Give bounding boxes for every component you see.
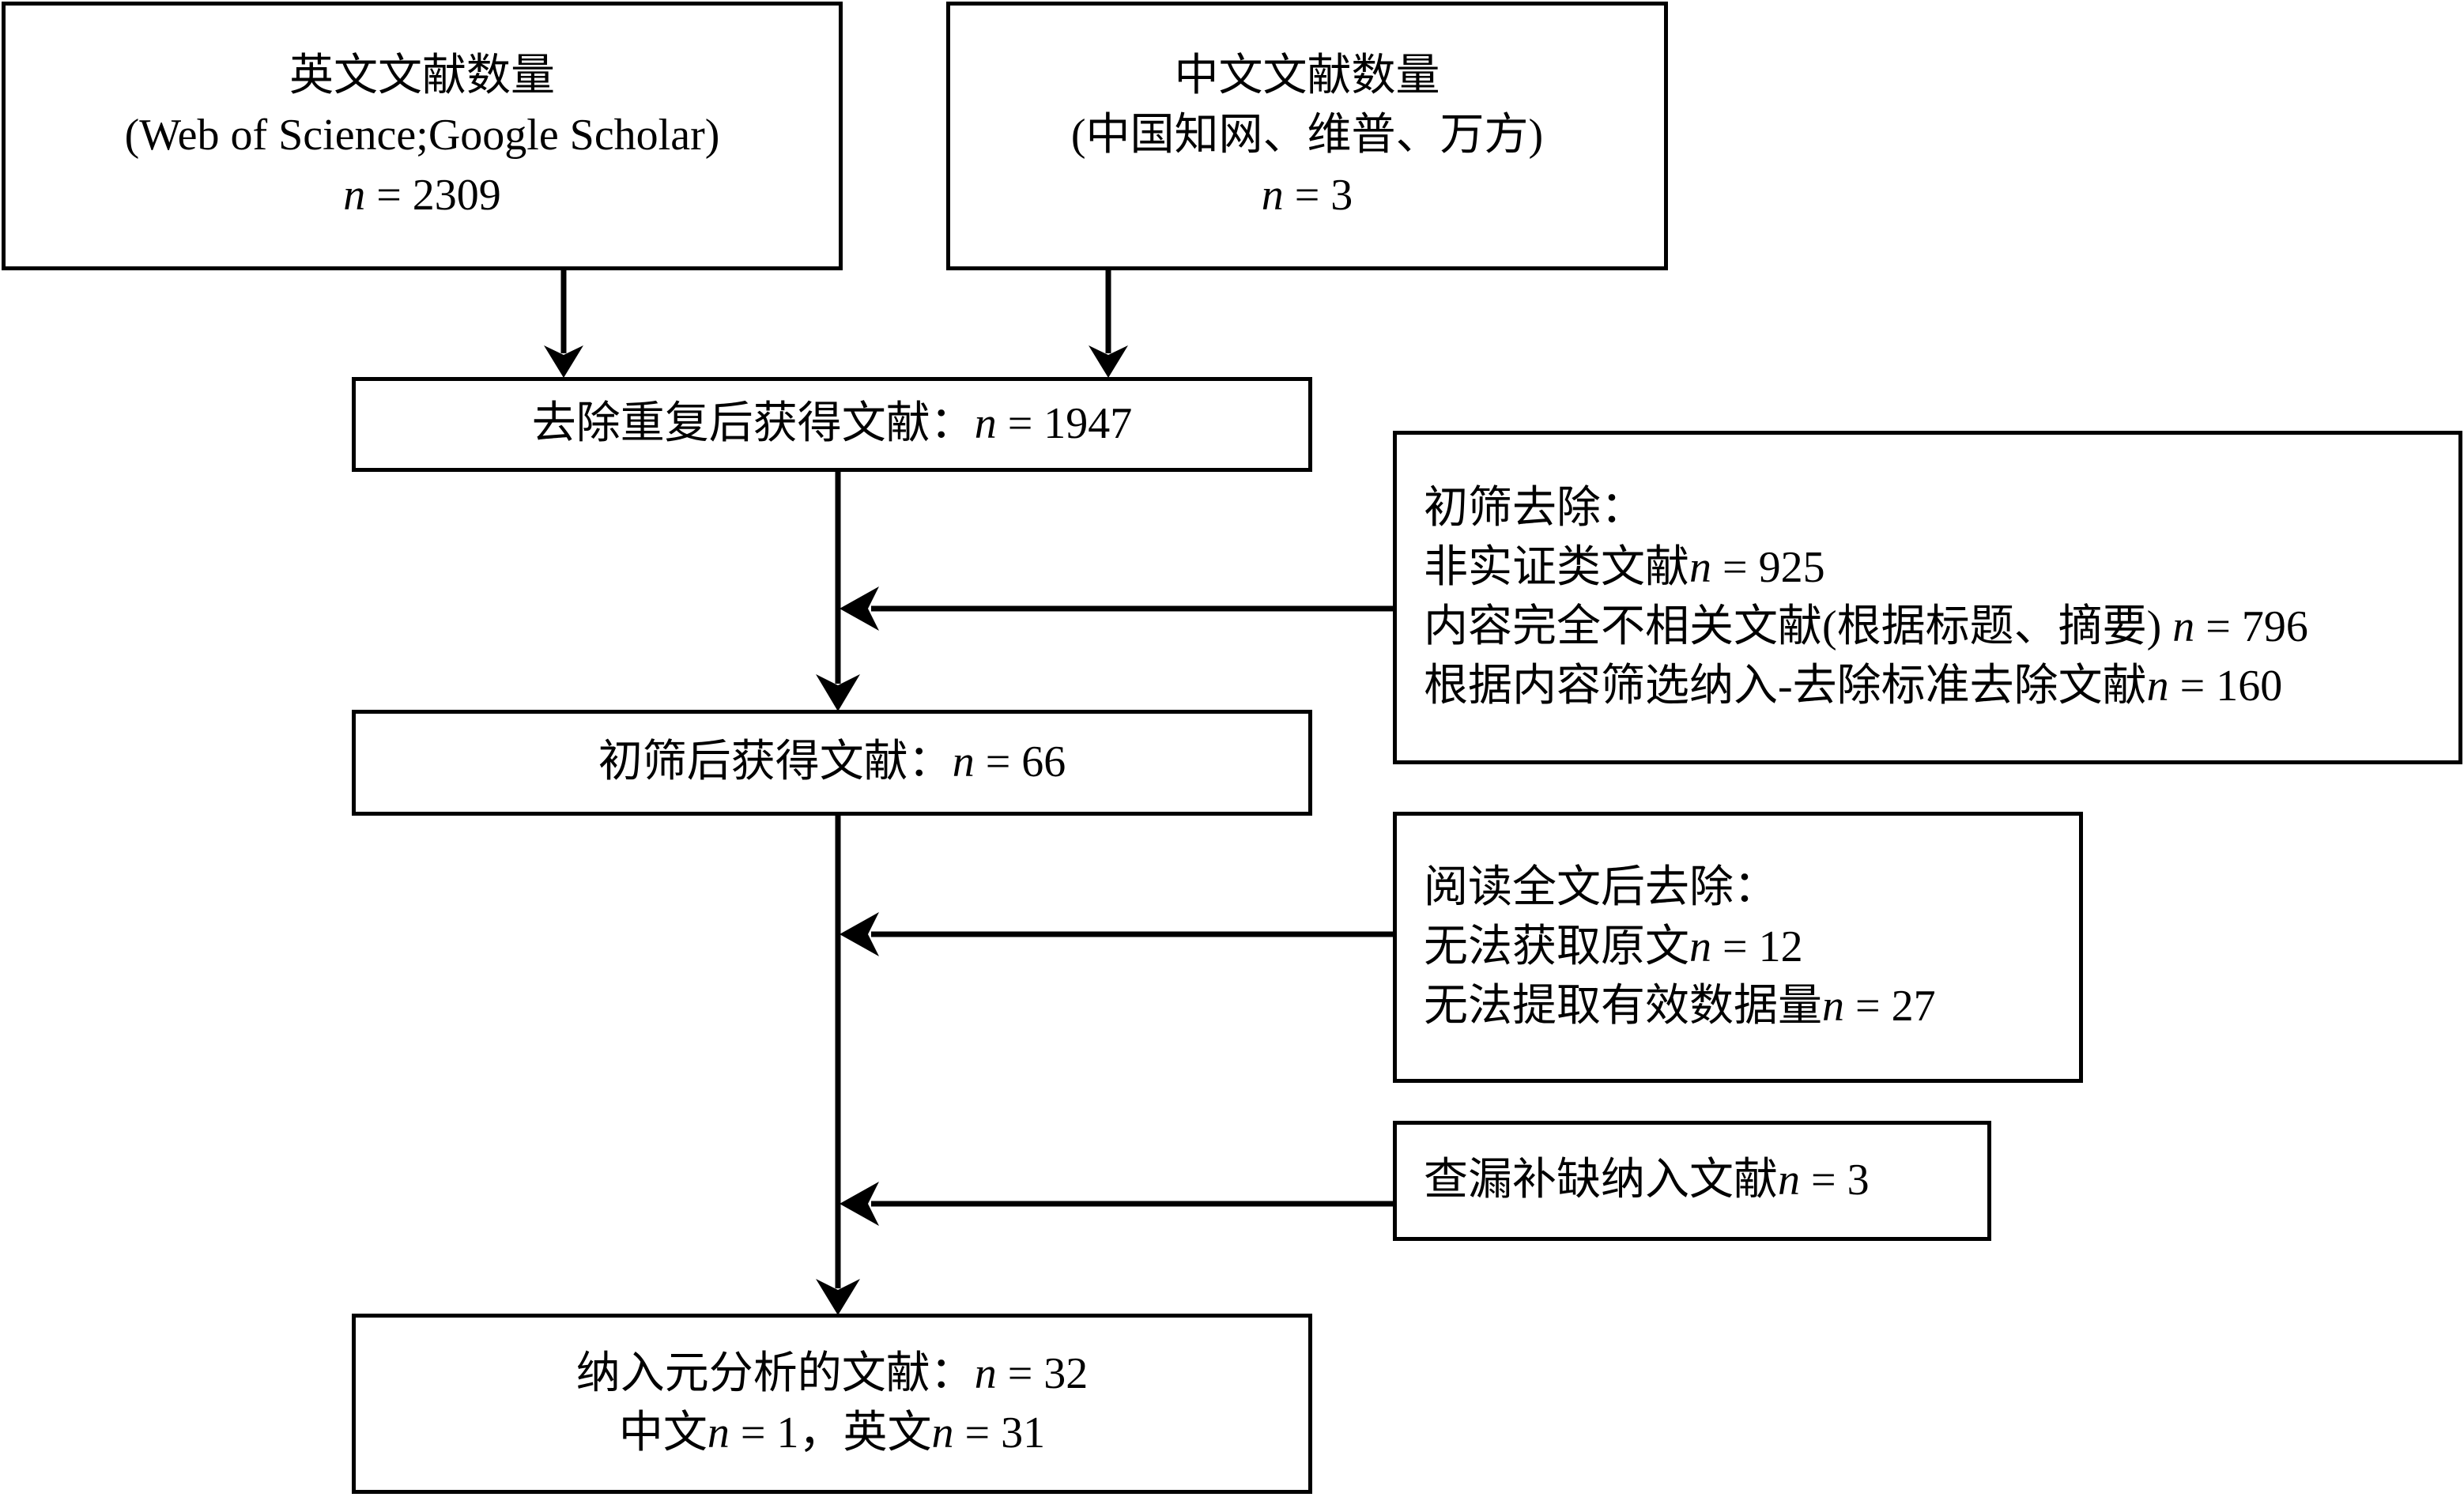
included-label: 纳入元分析的文献：: [575, 1348, 975, 1398]
after-screen-n-value: = 66: [974, 737, 1066, 787]
box-exclude-fulltext: 阅读全文后去除： 无法获取原文n = 12 无法提取有效数据量n = 27: [1393, 812, 2083, 1083]
chinese-source-n-value: = 3: [1283, 170, 1353, 220]
exclude-fulltext-item1-text: 无法获取原文: [1424, 922, 1689, 971]
chinese-source-n-symbol: n: [1261, 170, 1284, 220]
english-source-n-symbol: n: [343, 170, 366, 220]
after-screen-label: 初筛后获得文献：: [598, 737, 953, 787]
exclude-fulltext-item1-n-value: = 12: [1711, 922, 1803, 971]
included-n-value: = 32: [996, 1348, 1089, 1398]
included-cn-label: 中文: [618, 1408, 708, 1457]
exclude-screen-heading: 初筛去除：: [1424, 483, 1645, 533]
box-added-records: 查漏补缺纳入文献n = 3: [1393, 1121, 1991, 1241]
exclude-fulltext-item2-text: 无法提取有效数据量: [1424, 982, 1822, 1031]
exclude-screen-item1: 非实证类文献n = 925: [1397, 538, 1825, 598]
box-exclude-screen: 初筛去除： 非实证类文献n = 925 内容完全不相关文献(根据标题、摘要) n…: [1393, 431, 2462, 764]
box-dedup: 去除重复后获得文献：n = 1947: [352, 377, 1312, 472]
exclude-screen-item1-n-symbol: n: [1689, 542, 1711, 592]
exclude-fulltext-item2: 无法提取有效数据量n = 27: [1397, 977, 1936, 1036]
exclude-fulltext-item1-n-symbol: n: [1689, 922, 1711, 971]
box-english-source: 英文文献数量 (Web of Science;Google Scholar) n…: [2, 2, 843, 270]
exclude-fulltext-heading: 阅读全文后去除：: [1424, 862, 1778, 912]
exclude-screen-item2-n-value: = 796: [2194, 602, 2308, 651]
english-source-count: n = 2309: [343, 166, 501, 225]
chinese-source-line2: (中国知网、维普、万方): [1070, 111, 1544, 160]
dedup-n-symbol: n: [974, 399, 997, 449]
dedup-label: 去除重复后获得文献：: [531, 399, 975, 449]
included-en-n-symbol: n: [931, 1408, 954, 1457]
english-source-line1: 英文文献数量: [289, 51, 555, 101]
english-source-line2: (Web of Science;Google Scholar): [124, 111, 720, 160]
after-screen-n-symbol: n: [952, 737, 975, 787]
exclude-fulltext-item2-n-symbol: n: [1822, 982, 1844, 1031]
exclude-screen-item3-n-value: = 160: [2168, 662, 2283, 711]
added-records-n-value: = 3: [1800, 1156, 1870, 1205]
arrow-exclude-screen: [840, 586, 1393, 631]
arrow-exclude-fulltext: [840, 912, 1393, 956]
box-included: 纳入元分析的文献：n = 32 中文n = 1，英文n = 31: [352, 1314, 1312, 1494]
included-cn-n-value: = 1，英文: [729, 1408, 932, 1457]
arrow-added-records: [840, 1182, 1393, 1226]
exclude-screen-item2-n-symbol: n: [2161, 602, 2195, 651]
included-cn-n-symbol: n: [707, 1408, 730, 1457]
included-n-symbol: n: [974, 1348, 997, 1398]
added-records-n-symbol: n: [1778, 1156, 1800, 1205]
dedup-n-value: = 1947: [996, 399, 1133, 449]
included-line2: 中文n = 1，英文n = 31: [619, 1404, 1045, 1463]
exclude-screen-item1-n-value: = 925: [1711, 542, 1825, 592]
exclude-screen-item3: 根据内容筛选纳入-去除标准去除文献n = 160: [1397, 657, 2282, 716]
arrow-chinese-to-dedup: [1089, 270, 1128, 378]
chinese-source-line1: 中文文献数量: [1174, 51, 1440, 101]
included-en-n-value: = 31: [953, 1408, 1046, 1457]
exclude-screen-item1-text: 非实证类文献: [1424, 542, 1689, 592]
chinese-source-count: n = 3: [1262, 166, 1353, 225]
added-records-text: 查漏补缺纳入文献n = 3: [1397, 1151, 1870, 1210]
exclude-screen-item3-n-symbol: n: [2146, 662, 2169, 711]
arrow-after-screen-to-included: [816, 816, 860, 1315]
english-source-n-value: = 2309: [365, 170, 501, 220]
added-records-label: 查漏补缺纳入文献: [1424, 1156, 1778, 1205]
exclude-screen-item2-text: 内容完全不相关文献(根据标题、摘要): [1424, 602, 2162, 651]
box-chinese-source: 中文文献数量 (中国知网、维普、万方) n = 3: [946, 2, 1668, 270]
arrow-dedup-to-after-screen: [816, 472, 860, 711]
exclude-screen-item3-text: 根据内容筛选纳入-去除标准去除文献: [1424, 662, 2147, 711]
exclude-fulltext-item2-n-value: = 27: [1844, 982, 1936, 1031]
box-after-screen: 初筛后获得文献：n = 66: [352, 710, 1312, 816]
after-screen-text: 初筛后获得文献：n = 66: [598, 733, 1066, 792]
dedup-text: 去除重复后获得文献：n = 1947: [532, 394, 1133, 454]
exclude-screen-item2: 内容完全不相关文献(根据标题、摘要) n = 796: [1397, 598, 2308, 657]
arrow-english-to-dedup: [544, 270, 583, 378]
exclude-fulltext-item1: 无法获取原文n = 12: [1397, 918, 1803, 977]
included-line1: 纳入元分析的文献：n = 32: [576, 1344, 1089, 1404]
